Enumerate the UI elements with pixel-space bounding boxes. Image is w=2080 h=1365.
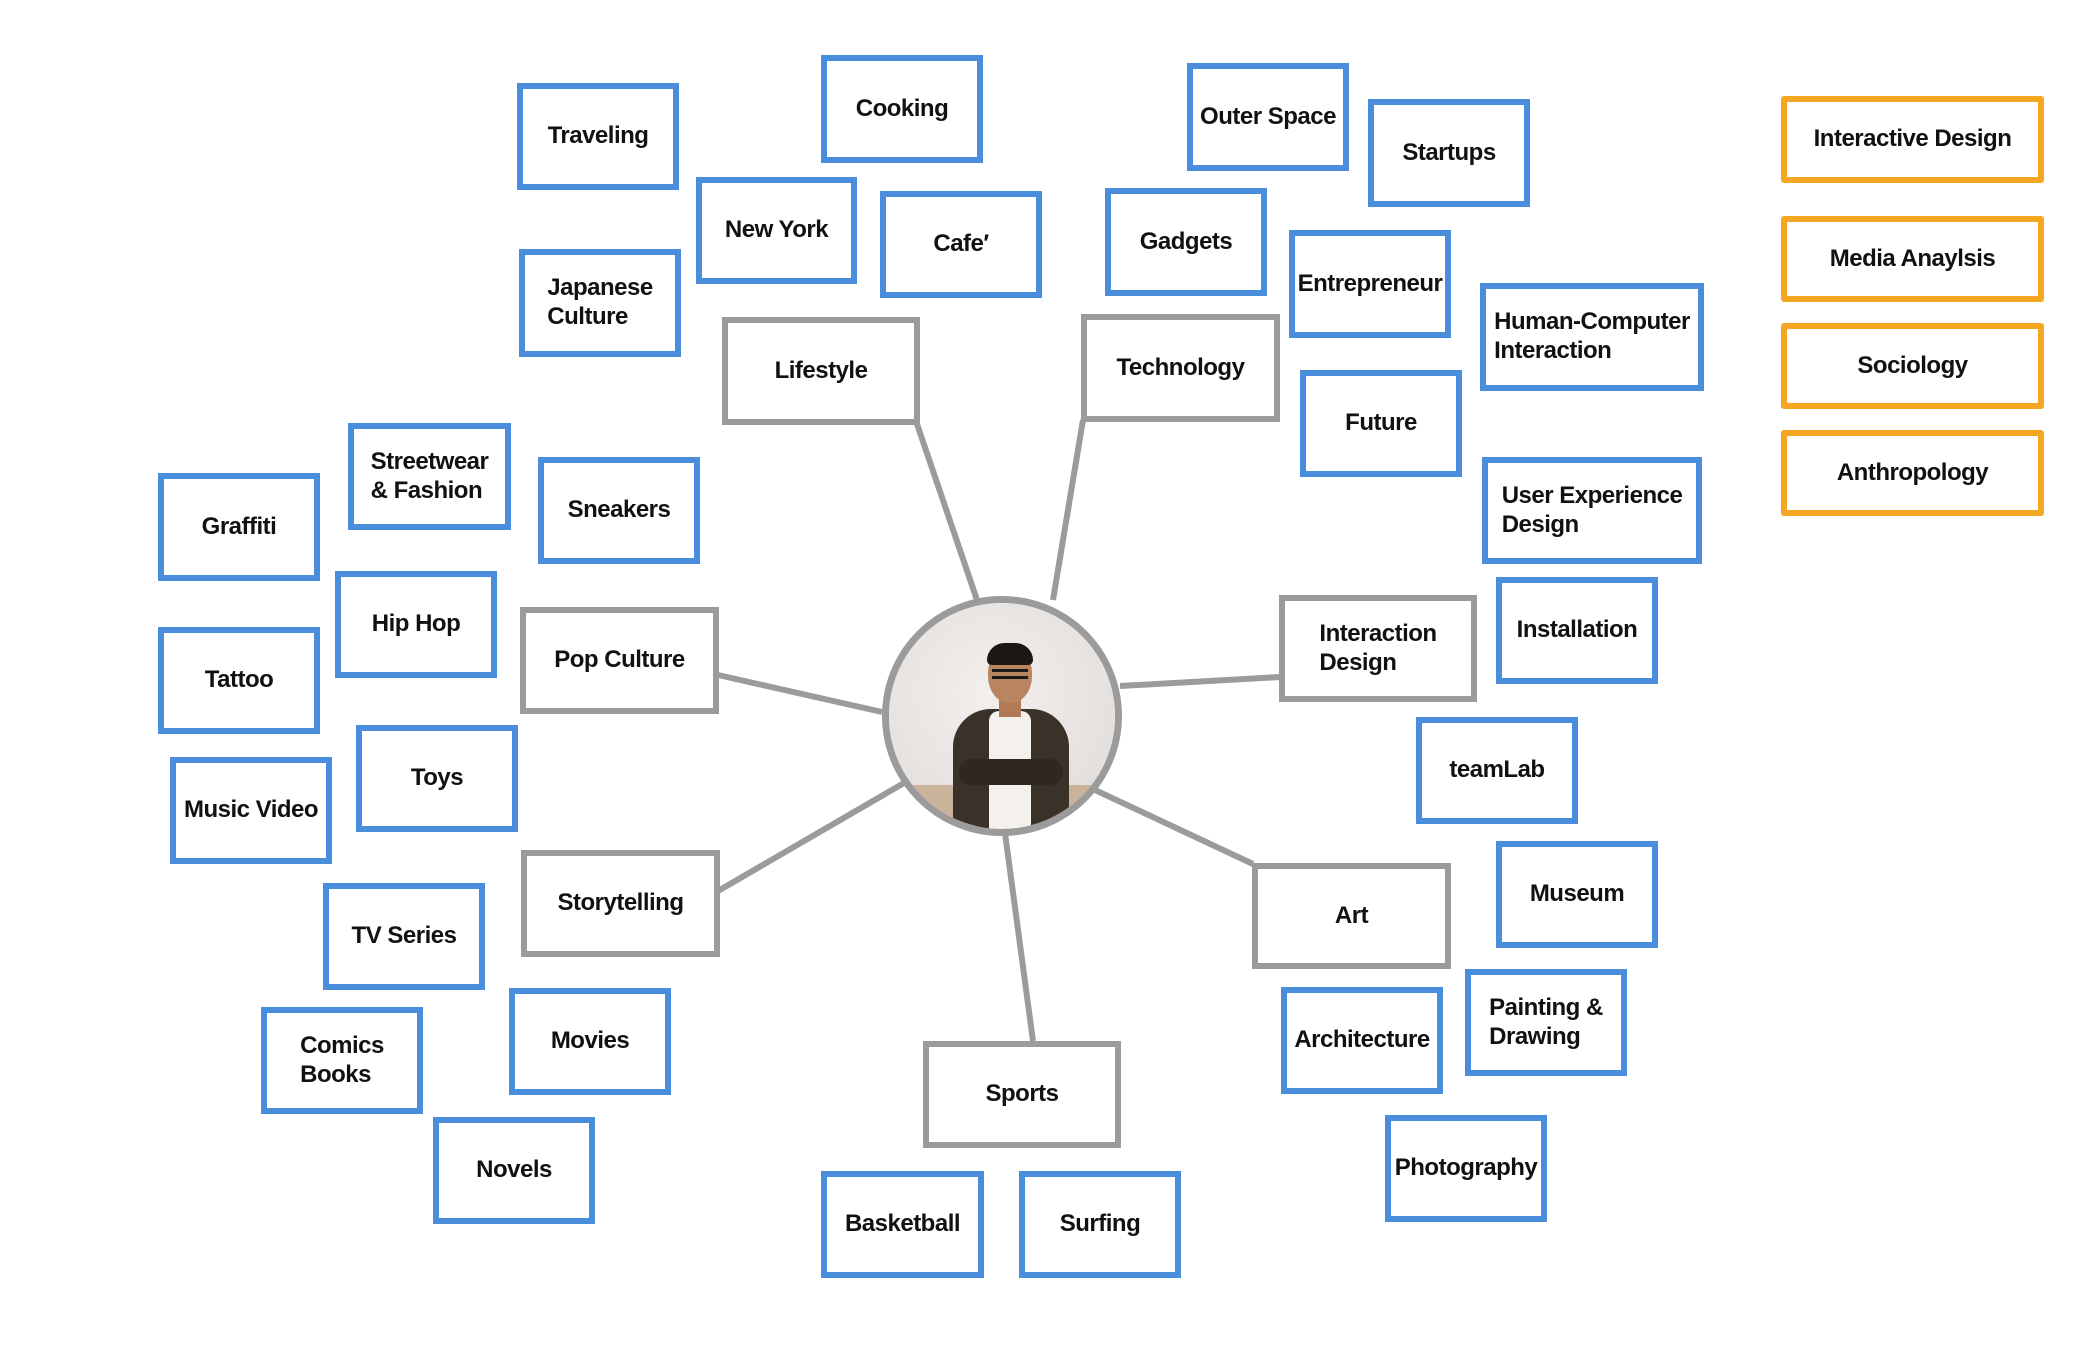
field-anthropology[interactable]: Anthropology [1781,430,2044,516]
category-sports[interactable]: Sports [923,1041,1121,1148]
topic-comics-books[interactable]: Comics Books [261,1007,423,1114]
topic-teamlab[interactable]: teamLab [1416,717,1578,824]
topic-gadgets[interactable]: Gadgets [1105,188,1267,296]
topic-japanese-culture[interactable]: Japanese Culture [519,249,681,357]
category-art[interactable]: Art [1252,863,1451,969]
topic-installation[interactable]: Installation [1496,577,1658,684]
topic-graffiti[interactable]: Graffiti [158,473,320,581]
connector-interaction-design [1119,674,1281,689]
topic-music-video[interactable]: Music Video [170,757,332,864]
field-sociology[interactable]: Sociology [1781,323,2044,409]
topic-photography[interactable]: Photography [1385,1115,1547,1222]
connector-sports [1002,832,1036,1042]
topic-outer-space[interactable]: Outer Space [1187,63,1349,171]
connector-art [1093,787,1255,867]
topic-future[interactable]: Future [1300,370,1462,477]
field-interactive-design[interactable]: Interactive Design [1781,96,2044,183]
connector-lifestyle [914,423,980,601]
topic-new-york[interactable]: New York [696,177,857,284]
category-lifestyle[interactable]: Lifestyle [722,317,920,425]
topic-surfing[interactable]: Surfing [1019,1171,1181,1278]
category-interaction-design[interactable]: Interaction Design [1279,595,1477,702]
topic-architecture[interactable]: Architecture [1281,987,1443,1094]
topic-sneakers[interactable]: Sneakers [538,457,700,564]
topic-movies[interactable]: Movies [509,988,671,1095]
topic-traveling[interactable]: Traveling [517,83,679,190]
field-media-analysis[interactable]: Media Anaylsis [1781,216,2044,302]
topic-toys[interactable]: Toys [356,725,518,832]
topic-streetwear-fashion[interactable]: Streetwear & Fashion [348,423,511,530]
topic-painting-drawing[interactable]: Painting & Drawing [1465,969,1627,1076]
connector-technology [1050,419,1086,601]
topic-novels[interactable]: Novels [433,1117,595,1224]
connector-storytelling [716,780,906,894]
topic-user-experience-design[interactable]: User Experience Design [1482,457,1702,564]
profile-photo [882,596,1122,836]
topic-entrepreneur[interactable]: Entrepreneur [1289,230,1451,338]
category-storytelling[interactable]: Storytelling [521,850,720,957]
topic-basketball[interactable]: Basketball [821,1171,984,1278]
topic-hip-hop[interactable]: Hip Hop [335,571,497,678]
topic-museum[interactable]: Museum [1496,841,1658,948]
topic-cafe[interactable]: Cafe′ [880,191,1042,298]
category-technology[interactable]: Technology [1081,314,1280,422]
topic-startups[interactable]: Startups [1368,99,1530,207]
topic-human-computer-interaction[interactable]: Human-Computer Interaction [1480,283,1704,391]
category-pop-culture[interactable]: Pop Culture [520,607,719,714]
topic-tattoo[interactable]: Tattoo [158,627,320,734]
topic-cooking[interactable]: Cooking [821,55,983,163]
connector-pop-culture [717,672,883,715]
topic-tv-series[interactable]: TV Series [323,883,485,990]
